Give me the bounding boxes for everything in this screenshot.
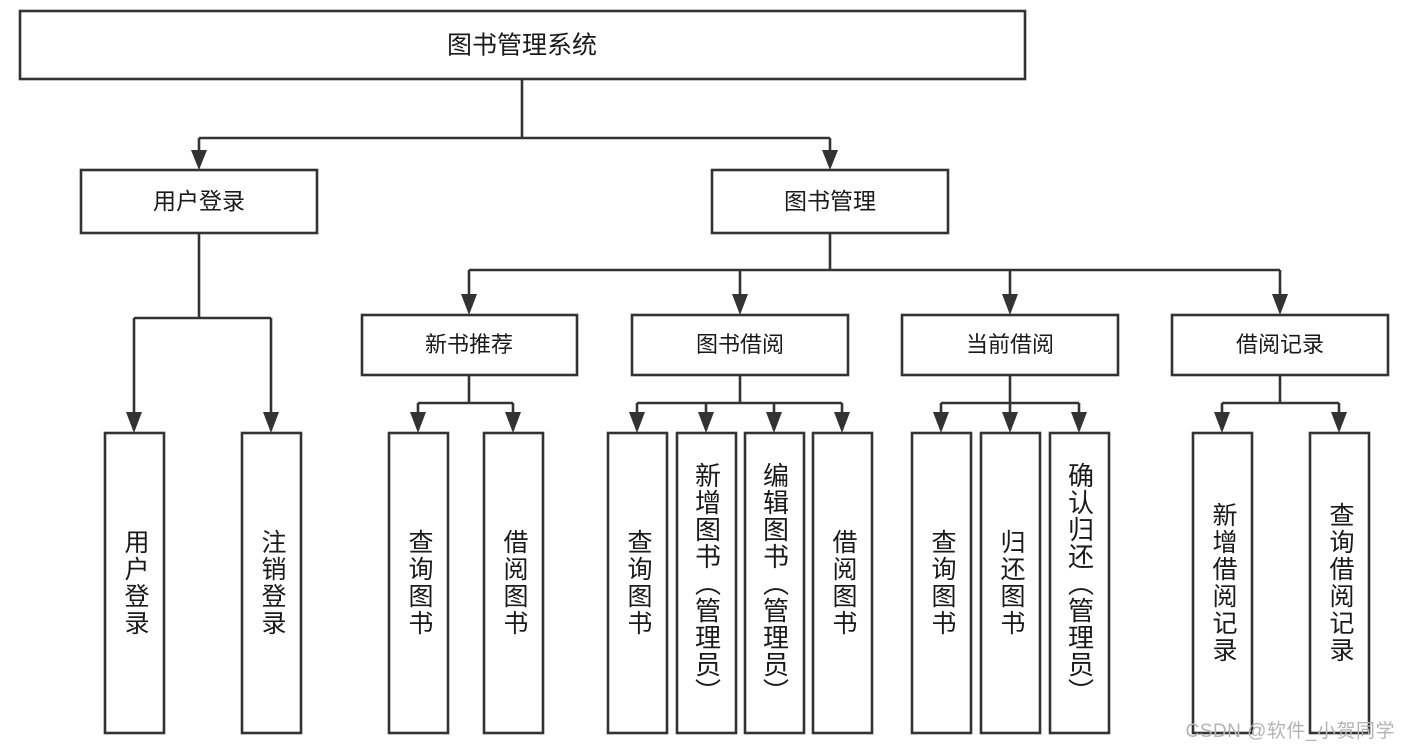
node-box-leaf-bb-add[interactable] bbox=[675, 431, 738, 735]
arrow-head-bb-leaf-2 bbox=[698, 412, 714, 433]
arrow-head-br-leaf-1 bbox=[1214, 412, 1230, 433]
arrow-head-cb-leaf-3 bbox=[1071, 412, 1087, 433]
arrow-head-user-login bbox=[191, 150, 207, 170]
arrow-head-book-manage bbox=[822, 150, 838, 170]
node-box-leaf-bb-edit[interactable] bbox=[743, 431, 806, 735]
node-label-book-borrow: 图书借阅 bbox=[696, 332, 784, 357]
arrow-head-cb-leaf-2 bbox=[1002, 412, 1018, 433]
node-box-user-login[interactable] bbox=[79, 168, 319, 235]
node-label-new-book-recommend: 新书推荐 bbox=[425, 332, 513, 357]
node-box-book-borrow[interactable] bbox=[630, 313, 850, 377]
arrow-head-nbr-leaf-2 bbox=[505, 412, 521, 433]
arrow-head-book-borrow bbox=[732, 294, 748, 315]
node-box-leaf-nbr-query[interactable] bbox=[387, 431, 450, 735]
node-box-root[interactable] bbox=[18, 9, 1027, 81]
node-box-leaf-bb-borrow[interactable] bbox=[811, 431, 874, 735]
arrow-head-bb-leaf-3 bbox=[766, 412, 782, 433]
node-box-new-book-recommend[interactable] bbox=[360, 313, 579, 377]
arrow-head-current-borrow bbox=[1002, 294, 1018, 315]
node-label-root: 图书管理系统 bbox=[447, 32, 597, 60]
arrow-head-bb-leaf-1 bbox=[629, 412, 645, 433]
node-box-leaf-user-login-logout[interactable] bbox=[240, 431, 303, 735]
arrow-head-leaf-user-login-2 bbox=[263, 412, 279, 433]
arrow-head-bb-leaf-4 bbox=[834, 412, 850, 433]
arrow-head-nbr-leaf-1 bbox=[410, 412, 426, 433]
node-box-book-manage[interactable] bbox=[710, 168, 950, 235]
node-box-leaf-bb-query[interactable] bbox=[606, 431, 669, 735]
node-box-leaf-br-query[interactable] bbox=[1308, 431, 1371, 735]
node-box-leaf-nbr-borrow[interactable] bbox=[482, 431, 545, 735]
node-label-current-borrow: 当前借阅 bbox=[966, 332, 1054, 357]
node-box-leaf-cb-confirm[interactable] bbox=[1048, 431, 1111, 735]
node-label-user-login: 用户登录 bbox=[153, 188, 245, 214]
node-label-book-manage: 图书管理 bbox=[784, 188, 876, 214]
csdn-watermark: CSDN @软件_小贺同学 bbox=[1185, 721, 1395, 742]
node-box-leaf-cb-query[interactable] bbox=[910, 431, 973, 735]
arrow-head-br-leaf-2 bbox=[1331, 412, 1347, 433]
arrow-head-new-book bbox=[461, 294, 477, 315]
connectors-layer bbox=[126, 79, 1347, 433]
arrow-head-cb-leaf-1 bbox=[933, 412, 949, 433]
nodes-layer: 图书管理系统 用户登录 图书管理 新书推荐 图书借阅 当前借阅 借阅记录 bbox=[18, 9, 1390, 735]
node-box-leaf-cb-return[interactable] bbox=[979, 431, 1042, 735]
node-label-borrow-record: 借阅记录 bbox=[1236, 332, 1324, 357]
arrow-head-borrow-record bbox=[1272, 294, 1288, 315]
node-box-current-borrow[interactable] bbox=[900, 313, 1120, 377]
arrow-head-leaf-user-login-1 bbox=[126, 412, 142, 433]
node-box-borrow-record[interactable] bbox=[1170, 313, 1390, 377]
node-box-leaf-br-add[interactable] bbox=[1191, 431, 1254, 735]
node-box-leaf-user-login-login[interactable] bbox=[103, 431, 166, 735]
